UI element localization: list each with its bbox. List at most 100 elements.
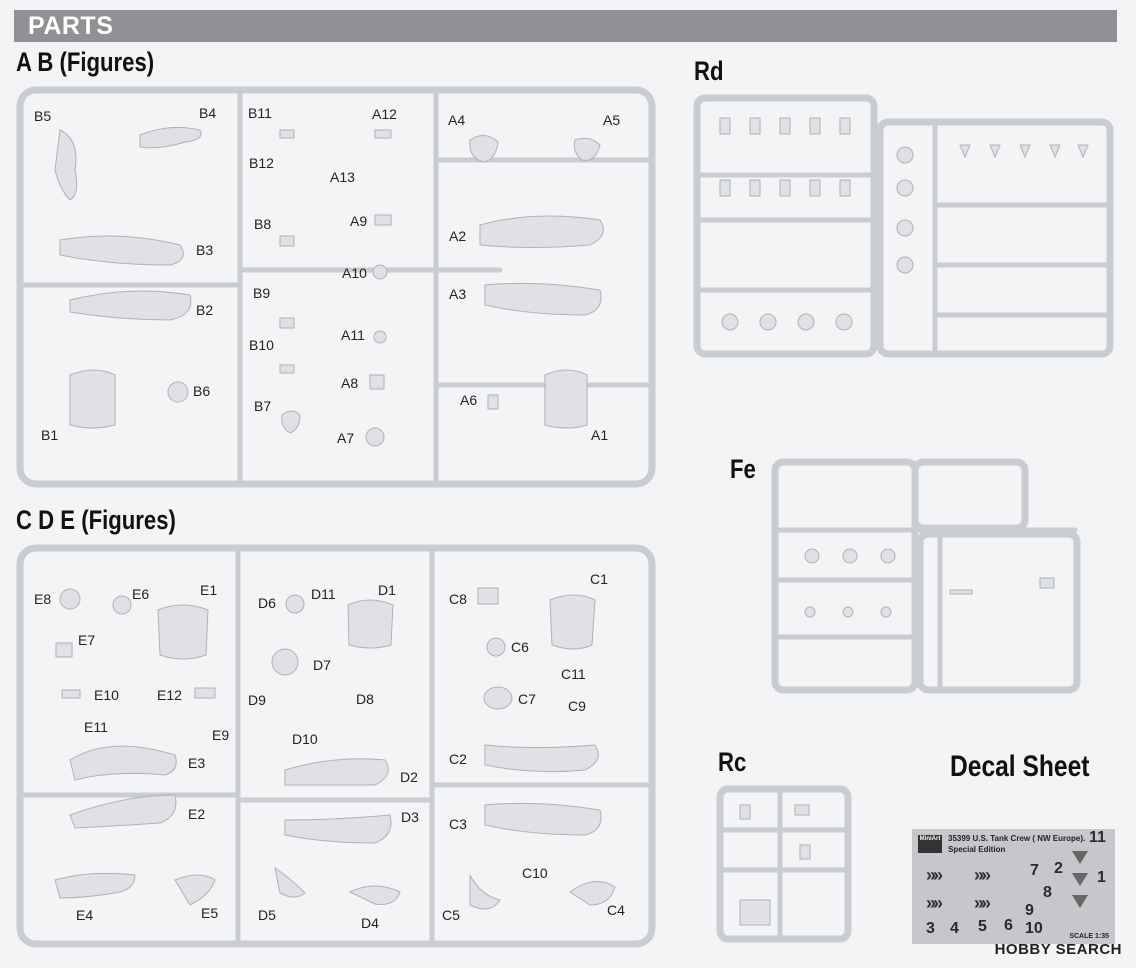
chevron-decal-icon: »» xyxy=(926,865,943,885)
part-label: E10 xyxy=(94,687,119,703)
part-label: B6 xyxy=(193,383,211,399)
triangle-decal-icon xyxy=(1072,851,1088,864)
part-label: A10 xyxy=(342,265,367,281)
part-label: B8 xyxy=(254,216,272,232)
sprue-rc-title: Rc xyxy=(718,747,747,777)
part-label: A6 xyxy=(460,392,478,408)
part-label: B4 xyxy=(199,105,217,121)
decal-line-1: 35399 U.S. Tank Crew ( NW Europe). xyxy=(948,834,1086,843)
part-label: E7 xyxy=(78,632,96,648)
part-label: B2 xyxy=(196,302,214,318)
part-label: D7 xyxy=(313,657,331,673)
chevron-decal-icon: »» xyxy=(926,893,943,913)
part-label: E6 xyxy=(132,586,150,602)
part-label: D6 xyxy=(258,595,276,611)
sprue-rd-frame xyxy=(693,94,1114,358)
part-label: A13 xyxy=(330,169,355,185)
part-label: E3 xyxy=(188,755,206,771)
decal-number: 6 xyxy=(1004,917,1013,934)
part-label: E2 xyxy=(188,806,206,822)
decal-number: 7 xyxy=(1030,862,1039,879)
decal-sheet: MiniArt 35399 U.S. Tank Crew ( NW Europe… xyxy=(912,829,1115,944)
part-label: A4 xyxy=(448,112,466,128)
part-label: D4 xyxy=(361,915,379,931)
part-label: E4 xyxy=(76,907,94,923)
part-label: A7 xyxy=(337,430,355,446)
sprue-cde-title: C D E (Figures) xyxy=(16,505,176,535)
part-label: D1 xyxy=(378,582,396,598)
decal-number: 4 xyxy=(950,920,959,937)
part-label: B5 xyxy=(34,108,52,124)
part-label: E8 xyxy=(34,591,52,607)
sprue-fe-title: Fe xyxy=(730,454,756,484)
triangle-decal-icon xyxy=(1072,895,1088,908)
decal-number: 8 xyxy=(1043,884,1052,901)
part-label: B11 xyxy=(248,105,272,121)
part-label: B1 xyxy=(41,427,59,443)
part-label: E9 xyxy=(212,727,230,743)
decal-scale: SCALE 1:35 xyxy=(1069,933,1109,940)
part-label: E5 xyxy=(201,905,219,921)
decal-sheet-title: Decal Sheet xyxy=(950,750,1090,783)
part-label: C10 xyxy=(522,865,548,881)
part-label: C4 xyxy=(607,902,625,918)
decal-description: 35399 U.S. Tank Crew ( NW Europe). Speci… xyxy=(948,833,1085,855)
part-label: D2 xyxy=(400,769,418,785)
part-label: D11 xyxy=(311,586,336,602)
part-label: A8 xyxy=(341,375,359,391)
decal-number: 2 xyxy=(1054,860,1063,877)
sprue-ab-title: A B (Figures) xyxy=(16,47,155,77)
part-label: D9 xyxy=(248,692,266,708)
part-label: C11 xyxy=(561,666,586,682)
part-label: D8 xyxy=(356,691,374,707)
decal-number: 3 xyxy=(926,920,935,937)
part-label: E11 xyxy=(84,719,108,735)
part-label: B3 xyxy=(196,242,214,258)
sprue-rd-title: Rd xyxy=(694,56,724,86)
part-label: C9 xyxy=(568,698,586,714)
parts-header-label: PARTS xyxy=(28,12,114,40)
sprue-rd-parts xyxy=(719,117,1089,331)
part-label: D3 xyxy=(401,809,419,825)
part-label: C3 xyxy=(449,816,467,832)
triangle-decal-icon xyxy=(1072,873,1088,886)
part-label: C7 xyxy=(518,691,536,707)
part-label: A11 xyxy=(341,327,365,343)
sprue-ab-frame xyxy=(16,86,656,488)
sprue-rc-frame xyxy=(716,785,852,943)
decal-number: 1 xyxy=(1097,869,1106,886)
part-label: B10 xyxy=(249,337,274,353)
sprue-cde-parts xyxy=(54,587,616,910)
decal-number: 5 xyxy=(978,918,987,935)
miniart-logo: MiniArt xyxy=(918,835,942,853)
part-label: E12 xyxy=(157,687,182,703)
parts-header: PARTS xyxy=(14,10,1117,42)
sprue-ab-parts xyxy=(54,126,604,447)
part-label: C5 xyxy=(442,907,460,923)
part-label: A1 xyxy=(591,427,609,443)
part-label: A3 xyxy=(449,286,467,302)
chevron-decal-icon: »» xyxy=(974,893,991,913)
sprue-fe-frame xyxy=(771,458,1081,694)
part-label: B9 xyxy=(253,285,271,301)
part-label: B7 xyxy=(254,398,272,414)
decal-number: 10 xyxy=(1025,920,1043,937)
sprue-rc-parts xyxy=(739,804,811,926)
chevron-decal-icon: »» xyxy=(974,865,991,885)
part-label: C1 xyxy=(590,571,608,587)
watermark: HOBBY SEARCH xyxy=(994,941,1122,958)
decal-number: 9 xyxy=(1025,902,1034,919)
part-label: A2 xyxy=(449,228,467,244)
part-label: E1 xyxy=(200,582,218,598)
part-label: D10 xyxy=(292,731,318,747)
sprue-cde-frame xyxy=(16,544,656,948)
decal-line-2: Special Edition xyxy=(948,845,1006,854)
part-label: C8 xyxy=(449,591,467,607)
part-label: C6 xyxy=(511,639,529,655)
part-label: B12 xyxy=(249,155,274,171)
sprue-fe-parts xyxy=(804,548,1055,618)
part-label: C2 xyxy=(449,751,467,767)
decal-number: 11 xyxy=(1089,829,1106,846)
part-label: A5 xyxy=(603,112,621,128)
